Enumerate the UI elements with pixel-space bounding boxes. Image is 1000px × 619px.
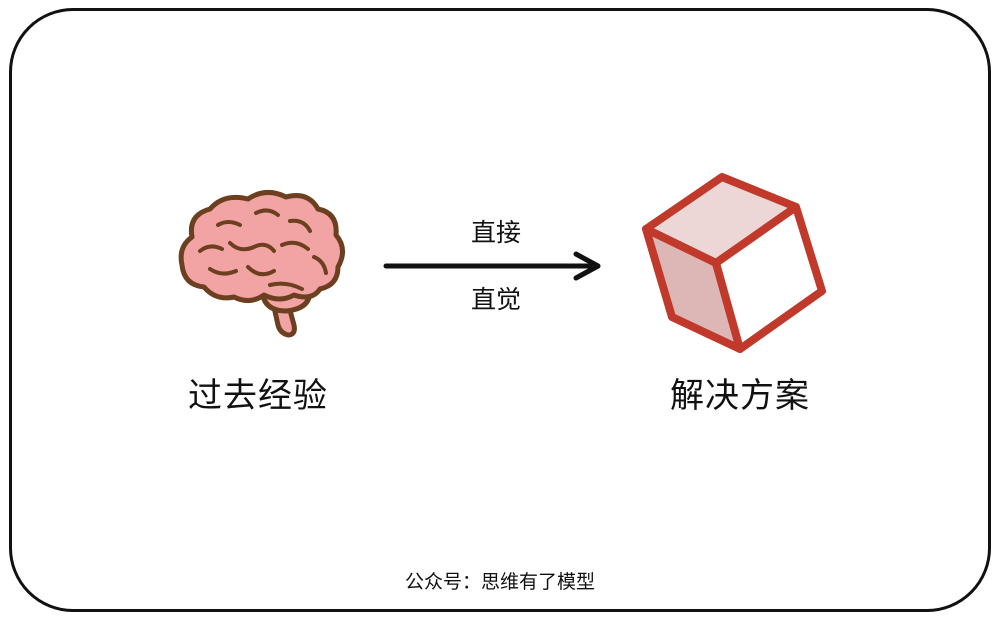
arrow-connector	[383, 251, 601, 281]
edge-label-bottom: 直觉	[470, 285, 521, 314]
diagram-card	[9, 8, 991, 612]
edge-label-top: 直接	[470, 218, 521, 247]
footer-caption: 公众号：思维有了模型	[404, 571, 595, 593]
target-node-label: 解决方案	[670, 376, 810, 416]
source-node-label: 过去经验	[188, 376, 328, 416]
brain-icon	[178, 190, 345, 338]
cube-icon	[642, 173, 826, 353]
